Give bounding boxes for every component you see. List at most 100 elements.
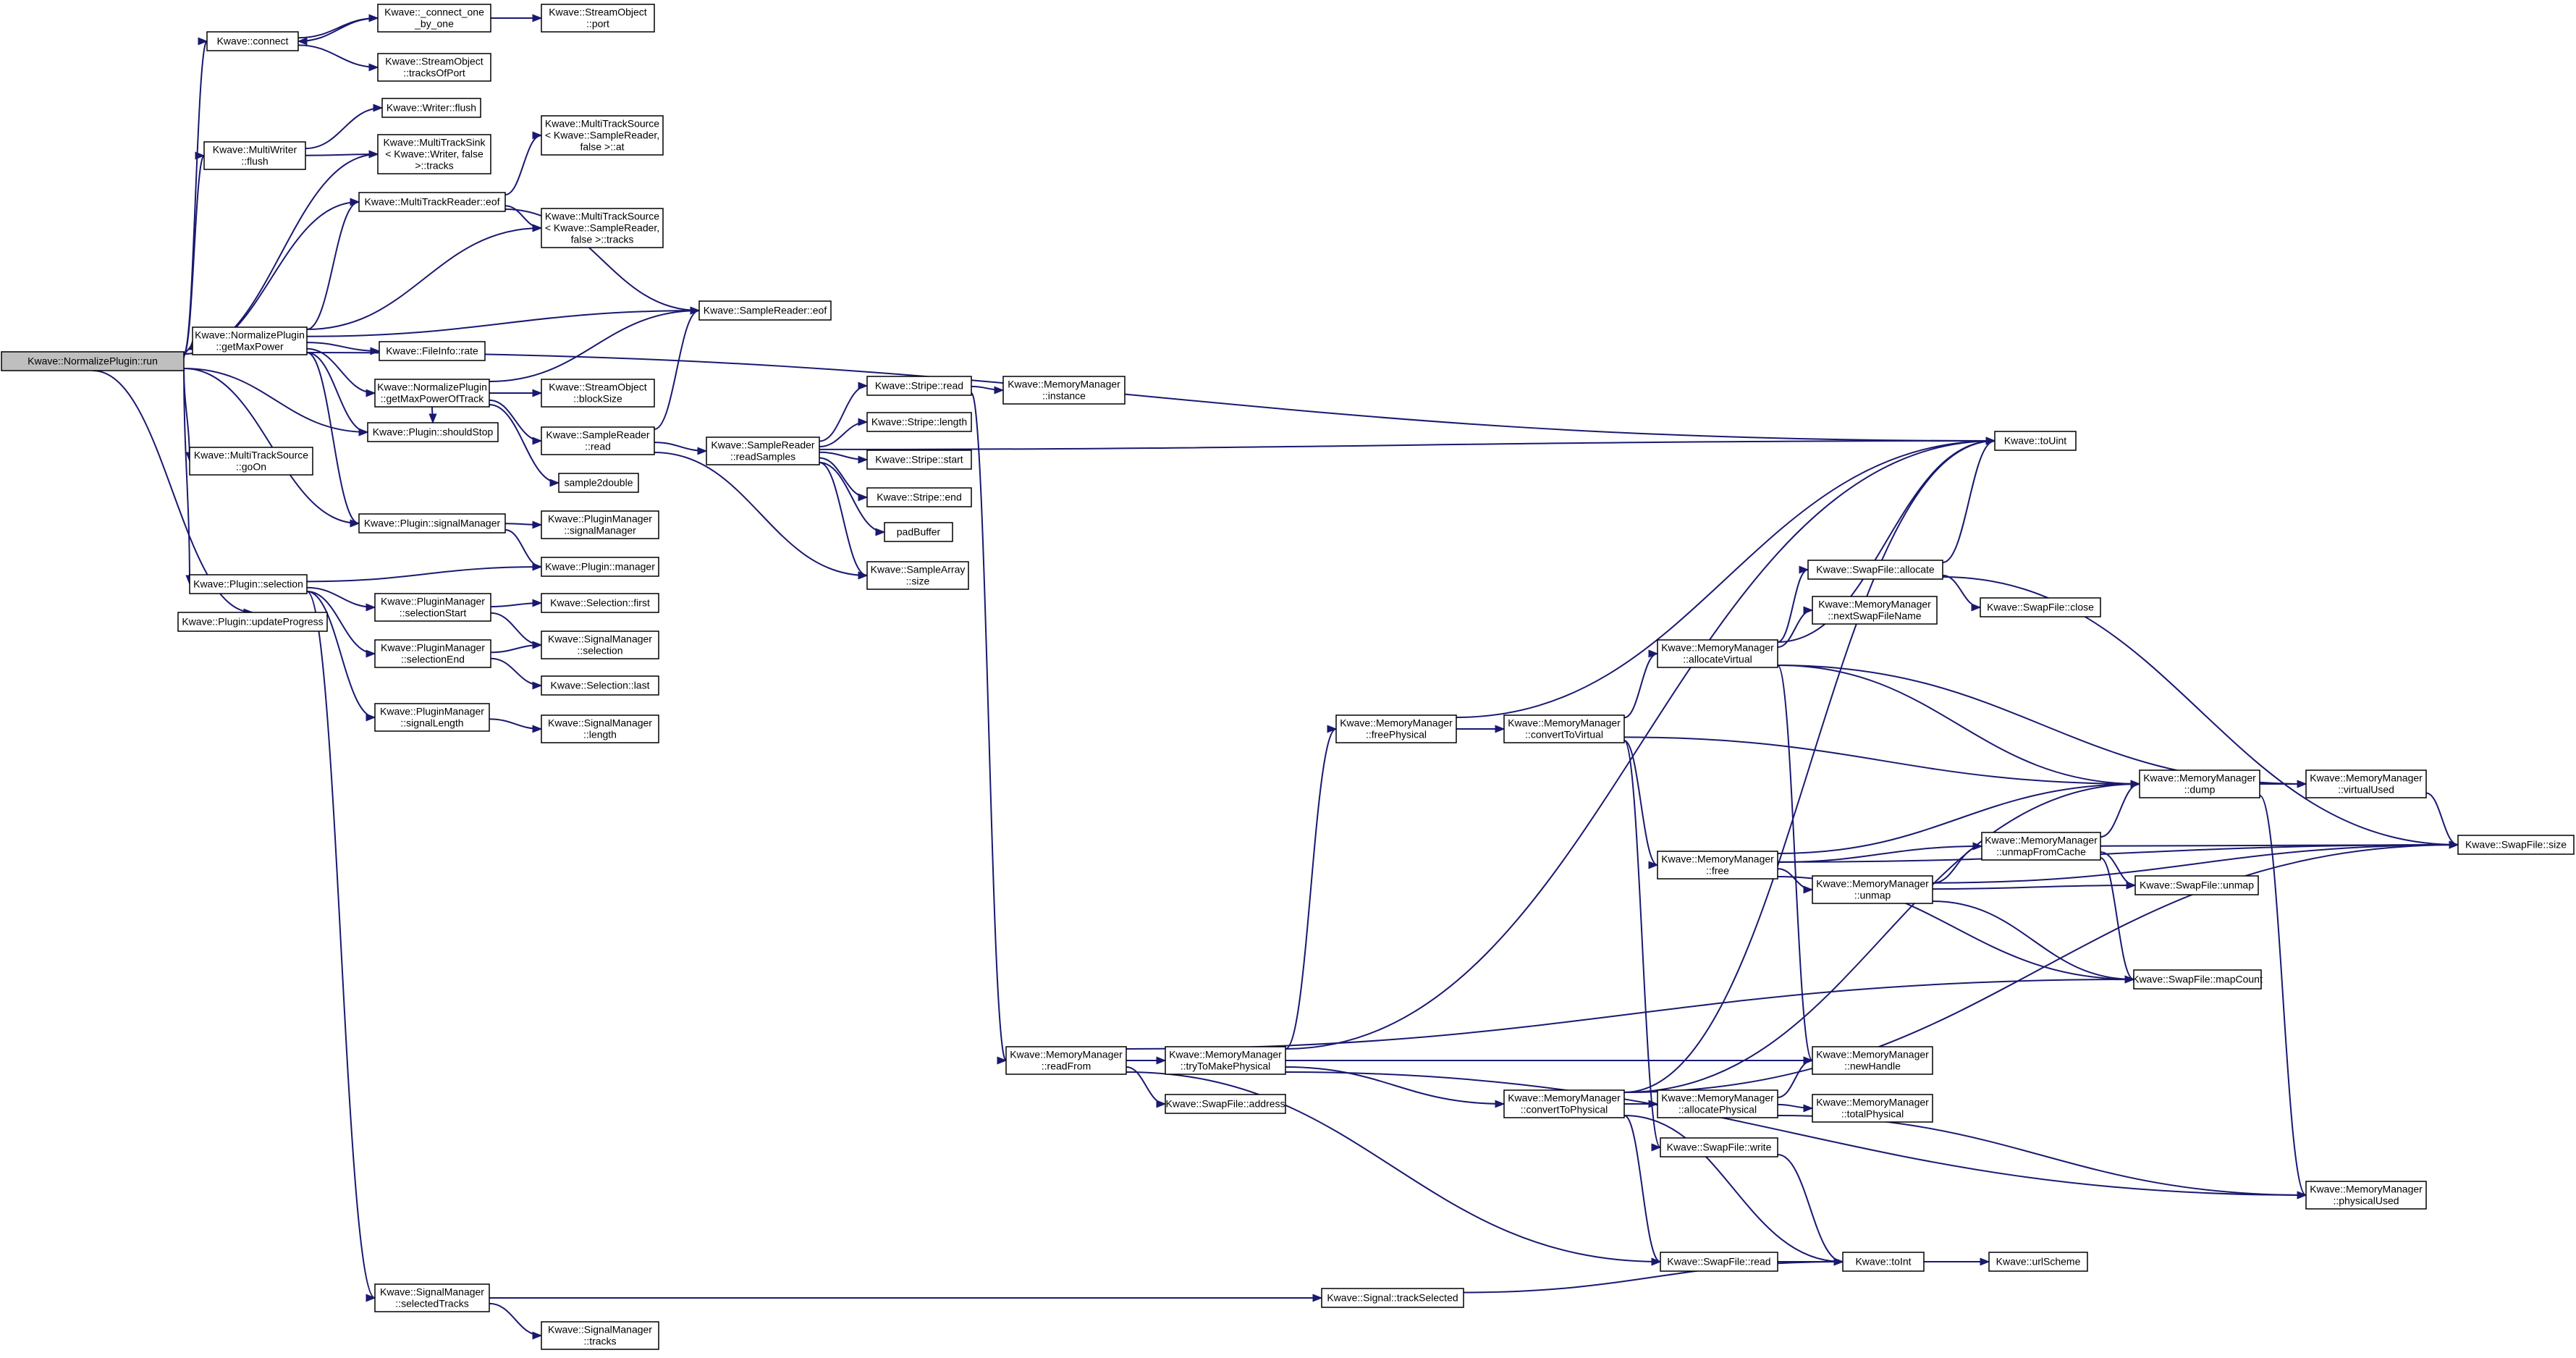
node-sr-readSamples[interactable]: Kwave::SampleReader::readSamples bbox=[706, 436, 820, 465]
node-connect[interactable]: Kwave::connect bbox=[206, 31, 299, 51]
node-sr-read[interactable]: Kwave::SampleReader::read bbox=[541, 426, 655, 455]
node-label: Kwave::MultiTrackReader::eof bbox=[365, 196, 500, 208]
node-mm-freePhysical[interactable]: Kwave::MemoryManager::freePhysical bbox=[1335, 714, 1457, 743]
node-np-getMaxPower[interactable]: Kwave::NormalizePlugin::getMaxPower bbox=[192, 326, 308, 355]
node-mm-instance[interactable]: Kwave::MemoryManager::instance bbox=[1002, 376, 1126, 405]
node-p-shouldStop[interactable]: Kwave::Plugin::shouldStop bbox=[367, 422, 499, 442]
node-pm-selectionEnd[interactable]: Kwave::PluginManager::selectionEnd bbox=[374, 639, 491, 668]
node-label: Kwave::MemoryManager bbox=[1816, 878, 1929, 890]
node-mm-convertToVirtual[interactable]: Kwave::MemoryManager::convertToVirtual bbox=[1503, 714, 1625, 743]
node-stripe-read[interactable]: Kwave::Stripe::read bbox=[866, 376, 972, 396]
node-mts-src-at[interactable]: Kwave::MultiTrackSource< Kwave::SampleRe… bbox=[541, 115, 664, 156]
node-label: Kwave::MemoryManager bbox=[1508, 717, 1621, 729]
node-label: Kwave::MemoryManager bbox=[1816, 1097, 1929, 1108]
node-so-blockSize[interactable]: Kwave::StreamObject::blockSize bbox=[541, 379, 655, 408]
node-label: Kwave::StreamObject bbox=[385, 56, 483, 67]
node-urlScheme[interactable]: Kwave::urlScheme bbox=[1988, 1252, 2088, 1272]
node-mm-free[interactable]: Kwave::MemoryManager::free bbox=[1657, 851, 1778, 880]
node-sm-selection[interactable]: Kwave::SignalManager::selection bbox=[541, 630, 659, 659]
node-label: ::allocatePhysical bbox=[1678, 1104, 1757, 1116]
node-stripe-length[interactable]: Kwave::Stripe::length bbox=[866, 412, 972, 432]
edge-mm-readFrom-to-swf-address bbox=[1126, 1066, 1167, 1108]
node-mm-nextSwapFileName[interactable]: Kwave::MemoryManager::nextSwapFileName bbox=[1812, 596, 1938, 625]
edge-connect-to-so-tracksOfPort bbox=[297, 44, 379, 72]
node-mm-convertToPhysical[interactable]: Kwave::MemoryManager::convertToPhysical bbox=[1503, 1089, 1625, 1118]
node-label: < Kwave::Writer, false bbox=[385, 148, 483, 160]
node-box bbox=[2305, 769, 2427, 798]
node-box bbox=[541, 208, 664, 248]
node-fi-rate[interactable]: Kwave::FileInfo::rate bbox=[379, 341, 486, 361]
node-mts-sink-tracks[interactable]: Kwave::MultiTrackSink< Kwave::Writer, fa… bbox=[377, 134, 491, 174]
node-box bbox=[866, 487, 972, 507]
node-padBuffer[interactable]: padBuffer bbox=[884, 522, 953, 542]
node-mm-unmapFromCache[interactable]: Kwave::MemoryManager::unmapFromCache bbox=[1981, 832, 2101, 861]
node-stripe-end[interactable]: Kwave::Stripe::end bbox=[866, 487, 972, 507]
node-swf-unmap[interactable]: Kwave::SwapFile::unmap bbox=[2134, 875, 2259, 895]
node-label: Kwave::connect bbox=[217, 35, 289, 47]
node-so-tracksOfPort[interactable]: Kwave::StreamObject::tracksOfPort bbox=[377, 53, 491, 82]
node-connect-one[interactable]: Kwave::_connect_one_by_one bbox=[377, 4, 491, 33]
node-mm-unmap[interactable]: Kwave::MemoryManager::unmap bbox=[1812, 875, 1933, 904]
node-mm-dump[interactable]: Kwave::MemoryManager::dump bbox=[2139, 769, 2260, 798]
node-mm-newHandle[interactable]: Kwave::MemoryManager::newHandle bbox=[1812, 1046, 1933, 1075]
node-label: sample2double bbox=[565, 477, 633, 489]
node-p-selection[interactable]: Kwave::Plugin::selection bbox=[189, 574, 308, 594]
edge-mm-allocatePhysical-to-mm-newHandle bbox=[1777, 1056, 1814, 1098]
node-swf-write[interactable]: Kwave::SwapFile::write bbox=[1660, 1137, 1778, 1157]
node-pm-selectionStart[interactable]: Kwave::PluginManager::selectionStart bbox=[374, 593, 491, 622]
node-label: ::freePhysical bbox=[1366, 729, 1427, 741]
node-sig-trackSelected[interactable]: Kwave::Signal::trackSelected bbox=[1321, 1288, 1464, 1308]
node-mm-totalPhysical[interactable]: Kwave::MemoryManager::totalPhysical bbox=[1812, 1094, 1933, 1123]
node-sample2double[interactable]: sample2double bbox=[558, 473, 639, 493]
edge-run-to-p-shouldStop bbox=[183, 368, 369, 436]
node-mm-tryToMakePhysical[interactable]: Kwave::MemoryManager::tryToMakePhysical bbox=[1165, 1046, 1286, 1075]
node-label: _by_one bbox=[414, 18, 454, 30]
node-swf-allocate[interactable]: Kwave::SwapFile::allocate bbox=[1807, 560, 1943, 580]
node-label: Kwave::NormalizePlugin bbox=[377, 381, 487, 393]
edge-mm-free-to-mm-unmap bbox=[1777, 868, 1814, 894]
node-mtsrc-goOn[interactable]: Kwave::MultiTrackSource::goOn bbox=[189, 447, 313, 476]
node-label: Kwave::MemoryManager bbox=[1169, 1049, 1282, 1060]
node-mw-flush[interactable]: Kwave::MultiWriter::flush bbox=[203, 141, 306, 170]
node-box bbox=[866, 450, 972, 470]
node-sr-eof[interactable]: Kwave::SampleReader::eof bbox=[698, 300, 832, 321]
node-writer-flush[interactable]: Kwave::Writer::flush bbox=[381, 98, 481, 118]
node-p-manager[interactable]: Kwave::Plugin::manager bbox=[541, 557, 659, 577]
edge-mm-unmap-to-mm-unmapFromCache bbox=[1932, 842, 1983, 884]
node-mm-virtualUsed[interactable]: Kwave::MemoryManager::virtualUsed bbox=[2305, 769, 2427, 798]
node-p-updateProgress[interactable]: Kwave::Plugin::updateProgress bbox=[177, 612, 328, 632]
node-so-port[interactable]: Kwave::StreamObject::port bbox=[541, 4, 655, 33]
node-label: ::nextSwapFileName bbox=[1828, 610, 1921, 622]
node-run[interactable]: Kwave::NormalizePlugin::run bbox=[1, 351, 185, 371]
node-np-getMaxPowerOfTrack[interactable]: Kwave::NormalizePlugin::getMaxPowerOfTra… bbox=[374, 379, 490, 408]
node-sel-first[interactable]: Kwave::Selection::first bbox=[541, 593, 659, 613]
node-mtr-eof[interactable]: Kwave::MultiTrackReader::eof bbox=[358, 192, 506, 212]
nodes-layer: Kwave::NormalizePlugin::run Kwave::connec… bbox=[1, 4, 2575, 1350]
node-swf-address[interactable]: Kwave::SwapFile::address bbox=[1165, 1094, 1286, 1114]
node-mm-readFrom[interactable]: Kwave::MemoryManager::readFrom bbox=[1005, 1046, 1127, 1075]
node-sel-last[interactable]: Kwave::Selection::last bbox=[541, 675, 659, 696]
node-label: ::virtualUsed bbox=[2338, 784, 2394, 796]
node-stripe-start[interactable]: Kwave::Stripe::start bbox=[866, 450, 972, 470]
node-swf-close[interactable]: Kwave::SwapFile::close bbox=[1980, 597, 2101, 617]
node-pm-signalLength[interactable]: Kwave::PluginManager::signalLength bbox=[374, 703, 490, 732]
node-sm-tracks[interactable]: Kwave::SignalManager::tracks bbox=[541, 1321, 659, 1350]
node-mm-allocateVirtual[interactable]: Kwave::MemoryManager::allocateVirtual bbox=[1657, 639, 1778, 668]
node-p-signalManager[interactable]: Kwave::Plugin::signalManager bbox=[358, 513, 506, 534]
edge-pm-selectionStart-to-sm-selection bbox=[490, 612, 543, 649]
node-mts-src-tracks[interactable]: Kwave::MultiTrackSource< Kwave::SampleRe… bbox=[541, 208, 664, 248]
node-mm-allocatePhysical[interactable]: Kwave::MemoryManager::allocatePhysical bbox=[1657, 1089, 1778, 1118]
node-sa-size[interactable]: Kwave::SampleArray::size bbox=[866, 561, 969, 590]
node-box bbox=[189, 447, 313, 476]
node-box bbox=[189, 574, 308, 594]
node-swf-mapCount[interactable]: Kwave::SwapFile::mapCount bbox=[2132, 969, 2263, 990]
node-sm-length[interactable]: Kwave::SignalManager::length bbox=[541, 714, 659, 743]
node-pm-signalManager[interactable]: Kwave::PluginManager::signalManager bbox=[541, 510, 659, 539]
node-label: Kwave::SignalManager bbox=[548, 1324, 652, 1336]
node-sm-selectedTracks[interactable]: Kwave::SignalManager::selectedTracks bbox=[374, 1283, 490, 1312]
node-toInt[interactable]: Kwave::toInt bbox=[1842, 1252, 1925, 1272]
node-mm-physicalUsed[interactable]: Kwave::MemoryManager::physicalUsed bbox=[2305, 1181, 2427, 1210]
node-swf-read[interactable]: Kwave::SwapFile::read bbox=[1660, 1252, 1778, 1272]
node-toUint[interactable]: Kwave::toUint bbox=[1994, 431, 2077, 451]
node-swf-size[interactable]: Kwave::SwapFile::size bbox=[2457, 835, 2575, 855]
